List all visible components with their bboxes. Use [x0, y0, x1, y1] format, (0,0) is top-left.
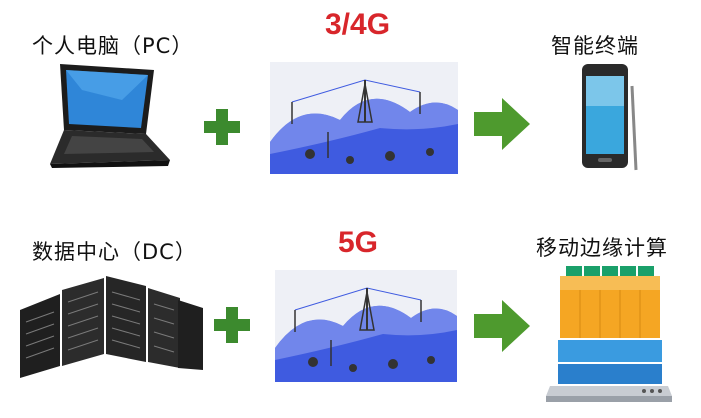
server-racks-icon: [20, 276, 203, 378]
pc-label: 个人电脑（PC）: [32, 34, 194, 58]
network-scene-icon: [270, 62, 458, 174]
network-label-4g: 3/4G: [325, 8, 391, 41]
smart-terminal-label: 智能终端: [551, 34, 639, 58]
laptop-icon: [50, 64, 170, 168]
network-scene-icon: [275, 270, 457, 382]
arrow-right-icon: [474, 98, 530, 150]
datacenter-label: 数据中心（DC）: [32, 240, 197, 264]
plus-icon: [214, 307, 250, 343]
arrow-right-icon: [474, 300, 530, 352]
smartphone-icon: [582, 64, 638, 171]
mec-stack-icon: [546, 266, 672, 402]
plus-icon: [204, 109, 240, 145]
network-label-5g: 5G: [338, 226, 379, 259]
mec-label: 移动边缘计算: [536, 236, 668, 260]
